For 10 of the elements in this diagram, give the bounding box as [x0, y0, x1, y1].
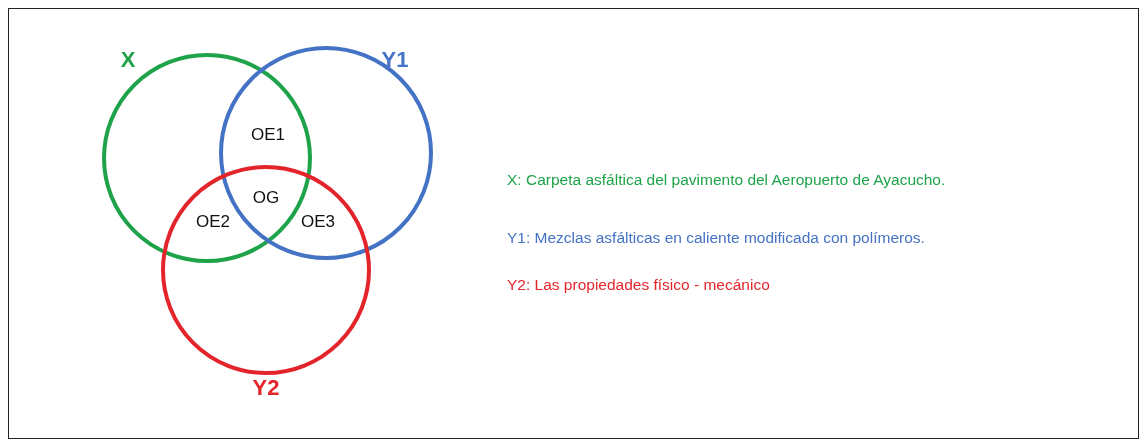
circle-label: Y1: [381, 47, 409, 73]
variable-description: X: Carpeta asfáltica del pavimento del Aeropuerto de Ayacucho.: [507, 171, 946, 189]
region-label: OE1: [251, 125, 285, 145]
variable-description: Y2: Las propiedades físico - mecánico: [507, 276, 770, 294]
region-label: OG: [252, 188, 280, 208]
region-label: OE3: [301, 212, 335, 232]
circle-label: X: [120, 47, 136, 73]
variable-description: Y1: Mezclas asfálticas en caliente modificada con polímeros.: [507, 229, 925, 247]
circle-label: Y2: [252, 375, 280, 401]
region-label: OE2: [196, 212, 230, 232]
